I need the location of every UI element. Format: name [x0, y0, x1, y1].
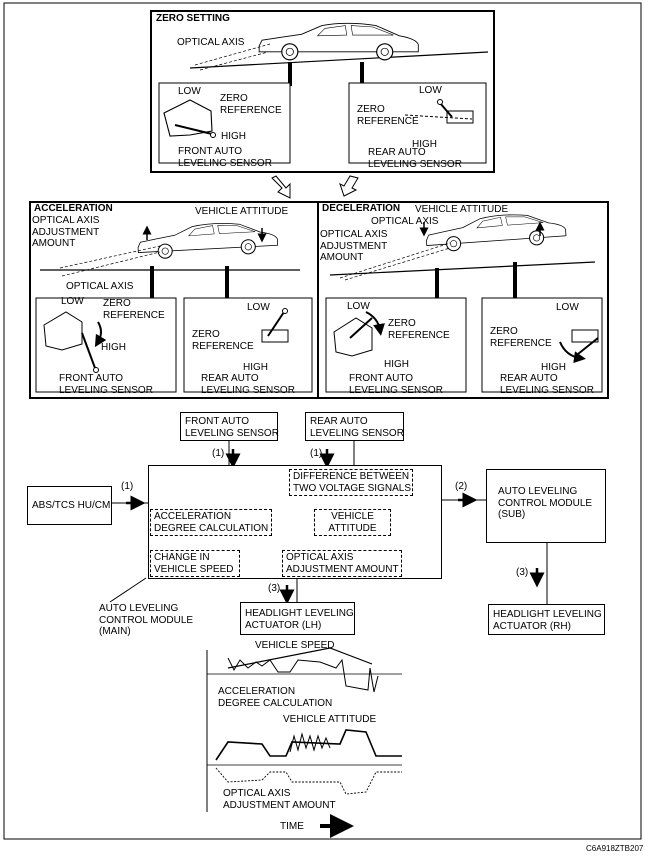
accel-front-zero-ref-label: ZERO REFERENCE — [103, 298, 165, 321]
signal-2: (2) — [455, 481, 468, 492]
optical-adj-box: OPTICAL AXIS ADJUSTMENT AMOUNT — [282, 550, 402, 577]
wave-accel-calc-label: ACCELERATION DEGREE CALCULATION — [218, 686, 333, 709]
zero-front-low-label: LOW — [178, 86, 201, 97]
vehicle-attitude-box: VEHICLE ATTITUDE — [314, 509, 391, 536]
decel-rear-low-label: LOW — [556, 302, 579, 313]
deceleration-title: DECELERATION — [322, 203, 401, 214]
actuator-rh-box-text: HEADLIGHT LEVELING ACTUATOR (RH) — [493, 609, 602, 632]
accel-optical-axis-label: OPTICAL AXIS — [66, 281, 134, 292]
zero-rear-zero-ref-label: ZERO REFERENCE — [357, 104, 419, 127]
wave-vehicle-attitude-label: VEHICLE ATTITUDE — [283, 714, 377, 725]
optical-adj-box-text: OPTICAL AXIS ADJUSTMENT AMOUNT — [286, 552, 399, 575]
signal-1-front: (1) — [212, 448, 225, 459]
sub-module-box: AUTO LEVELING CONTROL MODULE (SUB) — [486, 469, 606, 543]
acceleration-title: ACCELERATION — [34, 203, 113, 214]
zero-front-sensor-label: FRONT AUTO LEVELING SENSOR — [178, 146, 272, 169]
accel-front-sensor-label: FRONT AUTO LEVELING SENSOR — [59, 373, 153, 396]
decel-front-high-label: HIGH — [384, 359, 409, 370]
zero-rear-low-label: LOW — [419, 85, 442, 96]
wave-vehicle-speed-label: VEHICLE SPEED — [255, 640, 335, 651]
accel-rear-sensor-label: REAR AUTO LEVELING SENSOR — [201, 373, 295, 396]
accel-calc-box: ACCELERATION DEGREE CALCULATION — [150, 509, 272, 536]
signal-1-rear: (1) — [310, 448, 323, 459]
accel-front-high-label: HIGH — [101, 342, 126, 353]
signal-1-abs: (1) — [121, 481, 134, 492]
decel-optical-axis-label: OPTICAL AXIS — [371, 216, 439, 227]
abs-tcs-box: ABS/TCS HU/CM — [27, 486, 112, 525]
difference-box: DIFFERENCE BETWEEN TWO VOLTAGE SIGNALS — [289, 469, 413, 496]
rear-sensor-box-text: REAR AUTO LEVELING SENSOR — [310, 416, 404, 439]
actuator-lh-box: HEADLIGHT LEVELING ACTUATOR (LH) — [240, 602, 355, 635]
decel-vehicle-attitude-label: VEHICLE ATTITUDE — [415, 204, 509, 215]
actuator-lh-box-text: HEADLIGHT LEVELING ACTUATOR (LH) — [245, 608, 354, 631]
change-speed-box-text: CHANGE IN VEHICLE SPEED — [154, 552, 234, 575]
wave-optical-adj-label: OPTICAL AXIS ADJUSTMENT AMOUNT — [223, 788, 336, 811]
decel-front-zero-ref-label: ZERO REFERENCE — [388, 318, 450, 341]
decel-rear-zero-ref-label: ZERO REFERENCE — [490, 326, 552, 349]
change-speed-box: CHANGE IN VEHICLE SPEED — [150, 550, 240, 577]
main-module-label: AUTO LEVELING CONTROL MODULE (MAIN) — [99, 603, 194, 637]
accel-vehicle-attitude-label: VEHICLE ATTITUDE — [195, 206, 289, 217]
time-axis-label: TIME — [280, 821, 304, 832]
decel-rear-high-label: HIGH — [541, 362, 566, 373]
accel-front-low-label: LOW — [61, 296, 84, 307]
difference-box-text: DIFFERENCE BETWEEN TWO VOLTAGE SIGNALS — [293, 471, 411, 494]
accel-calc-box-text: ACCELERATION DEGREE CALCULATION — [154, 511, 269, 534]
front-sensor-box-text: FRONT AUTO LEVELING SENSOR — [185, 416, 279, 439]
zero-front-high-label: HIGH — [221, 131, 246, 142]
signal-3-rh: (3) — [516, 567, 529, 578]
accel-rear-high-label: HIGH — [243, 362, 268, 373]
decel-optical-axis-adj-label: OPTICAL AXIS ADJUSTMENT AMOUNT — [320, 229, 388, 263]
zero-optical-axis-label: OPTICAL AXIS — [177, 37, 245, 48]
accel-rear-zero-ref-label: ZERO REFERENCE — [192, 329, 254, 352]
accel-optical-axis-adj-label: OPTICAL AXIS ADJUSTMENT AMOUNT — [32, 215, 100, 249]
decel-rear-sensor-label: REAR AUTO LEVELING SENSOR — [500, 373, 594, 396]
zero-setting-frame — [150, 10, 495, 173]
figure-code: C6A918ZTB207 — [586, 844, 644, 853]
decel-front-low-label: LOW — [347, 301, 370, 312]
accel-rear-low-label: LOW — [247, 302, 270, 313]
rear-sensor-box: REAR AUTO LEVELING SENSOR — [305, 412, 404, 441]
abs-tcs-box-text: ABS/TCS HU/CM — [32, 500, 111, 511]
actuator-rh-box: HEADLIGHT LEVELING ACTUATOR (RH) — [488, 604, 605, 635]
zero-setting-title: ZERO SETTING — [156, 13, 230, 24]
front-sensor-box: FRONT AUTO LEVELING SENSOR — [180, 412, 279, 441]
decel-front-sensor-label: FRONT AUTO LEVELING SENSOR — [349, 373, 443, 396]
zero-rear-high-label: HIGH — [412, 139, 437, 150]
sub-module-box-text: AUTO LEVELING CONTROL MODULE (SUB) — [498, 486, 593, 520]
zero-rear-sensor-label: REAR AUTO LEVELING SENSOR — [368, 147, 462, 170]
vehicle-attitude-box-text: VEHICLE ATTITUDE — [328, 511, 377, 534]
signal-3-lh: (3) — [268, 583, 281, 594]
zero-front-zero-ref-label: ZERO REFERENCE — [220, 93, 282, 116]
